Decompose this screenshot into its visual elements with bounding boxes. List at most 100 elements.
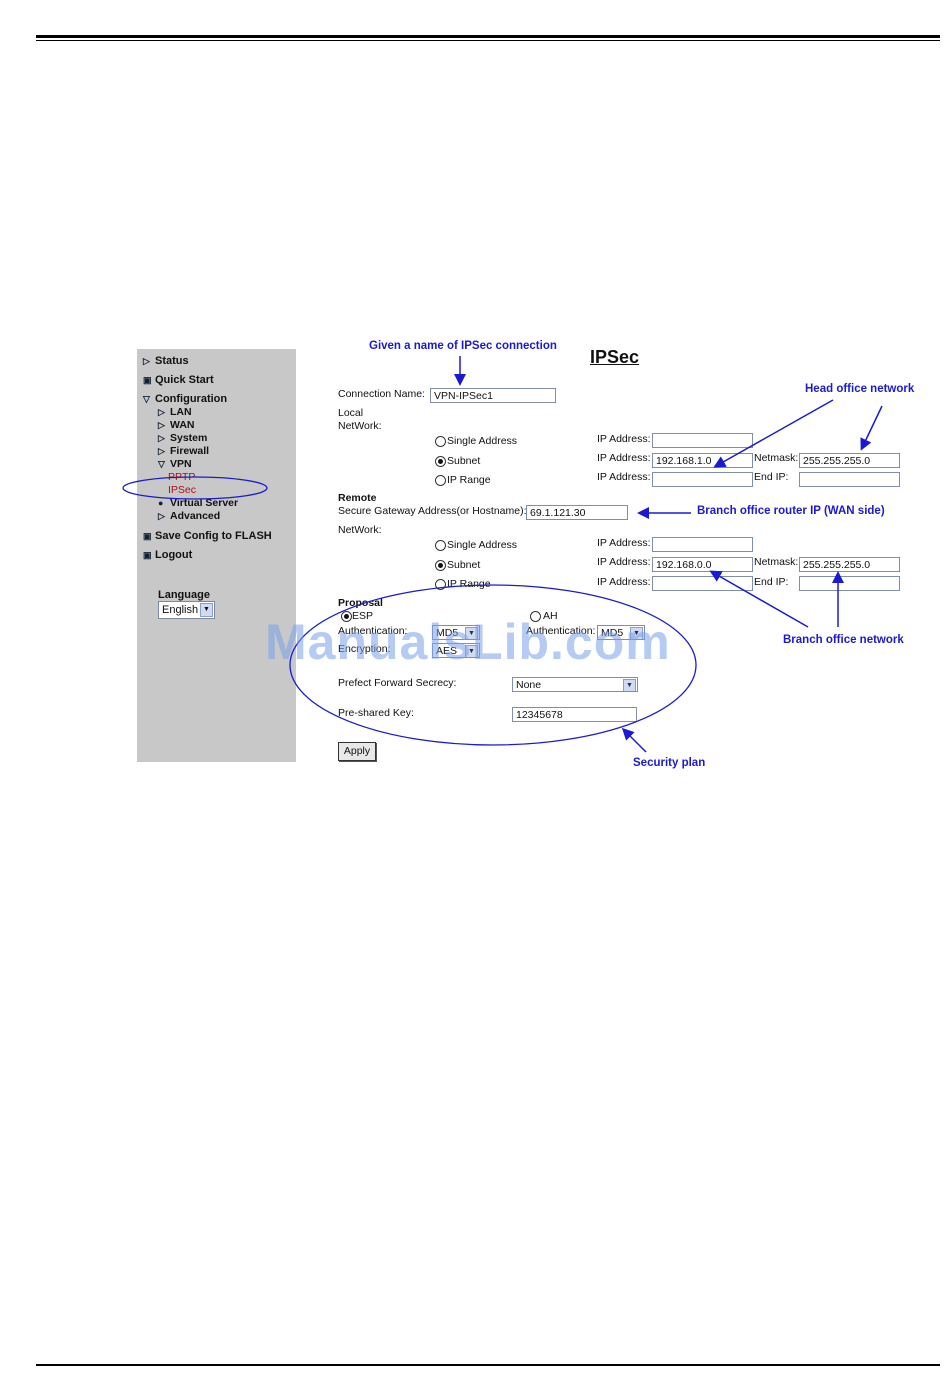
sidebar-item-vpn[interactable]: ▽VPN [158,458,192,470]
psk-input[interactable]: 12345678 [512,707,637,722]
remote-label: Remote [338,492,377,504]
psk-label: Pre-shared Key: [338,707,414,719]
chevron-down-icon: ▼ [465,645,478,657]
ah-authentication-select[interactable]: MD5▼ [597,625,645,640]
pfs-select[interactable]: None▼ [512,677,638,692]
sidebar-item-lan[interactable]: ▷LAN [158,406,192,418]
remote-single-ip-input[interactable] [652,537,753,552]
remote-ip-range-radio[interactable] [435,579,446,590]
sidebar [137,349,296,762]
local-single-address-label: Single Address [447,435,518,447]
annotation-head-office: Head office network [805,383,915,395]
proposal-label: Proposal [338,597,383,609]
remote-netmask-label: Netmask: [754,556,799,568]
remote-single-ip-label: IP Address: [597,537,651,549]
apply-button[interactable]: Apply [338,742,376,761]
top-rule [36,35,940,38]
esp-label: ESP [352,610,374,622]
sidebar-item-ipsec[interactable]: IPSec [168,484,197,496]
remote-range-ip-label: IP Address: [597,576,651,588]
ipsec-highlight-ellipse [122,476,268,500]
local-single-address-radio[interactable] [435,436,446,447]
circle-bullet-icon: ● [158,498,164,508]
annotation-security-plan: Security plan [633,757,706,769]
local-range-ip-label: IP Address: [597,471,651,483]
sidebar-item-advanced[interactable]: ▷Advanced [158,510,221,522]
sidebar-item-logout[interactable]: ▣Logout [143,549,193,561]
remote-subnet-ip-input[interactable]: 192.168.0.0 [652,557,753,572]
encryption-select[interactable]: AES▼ [432,643,480,658]
local-subnet-radio[interactable] [435,456,446,467]
gateway-label: Secure Gateway Address(or Hostname): [338,505,527,517]
square-bullet-icon: ▣ [143,550,152,560]
triangle-right-icon: ▷ [158,433,165,443]
triangle-right-icon: ▷ [158,511,165,521]
arrow-security-plan [621,727,647,753]
encryption-label: Encryption: [338,643,391,655]
square-bullet-icon: ▣ [143,531,152,541]
connection-name-input[interactable]: VPN-IPSec1 [430,388,556,403]
chevron-down-icon: ▼ [465,627,478,639]
ah-label: AH [543,610,558,622]
sidebar-item-virtual-server[interactable]: ●Virtual Server [158,497,239,509]
remote-single-address-radio[interactable] [435,540,446,551]
local-end-ip-input[interactable] [799,472,900,487]
local-label: Local [338,407,364,419]
arrow-head-office-netmask [860,405,883,451]
local-subnet-ip-label: IP Address: [597,452,651,464]
chevron-down-icon: ▼ [200,603,213,617]
remote-range-ip-input[interactable] [652,576,753,591]
esp-radio[interactable] [341,611,352,622]
triangle-right-icon: ▷ [158,420,165,430]
local-single-ip-input[interactable] [652,433,753,448]
triangle-right-icon: ▷ [158,446,165,456]
remote-netmask-input[interactable]: 255.255.255.0 [799,557,900,572]
remote-end-ip-label: End IP: [754,576,789,588]
remote-subnet-label: Subnet [447,559,481,571]
local-netmask-input[interactable]: 255.255.255.0 [799,453,900,468]
sidebar-item-quick-start[interactable]: ▣Quick Start [143,374,214,386]
esp-authentication-label: Authentication: [338,625,408,637]
triangle-right-icon: ▷ [143,356,150,366]
arrow-branch-ip [709,570,809,628]
language-select[interactable]: English▼ [158,601,215,619]
local-ip-range-label: IP Range [447,474,491,486]
connection-name-label: Connection Name: [338,388,425,400]
bottom-rule [36,1364,940,1366]
sidebar-item-save-config[interactable]: ▣Save Config to FLASH [143,530,272,542]
gateway-input[interactable]: 69.1.121.30 [526,505,628,520]
local-subnet-label: Subnet [447,455,481,467]
annotation-branch-network: Branch office network [783,634,904,646]
triangle-down-icon: ▽ [158,459,165,469]
page-title: IPSec [590,347,640,367]
chevron-down-icon: ▼ [630,627,643,639]
pfs-label: Prefect Forward Secrecy: [338,677,457,689]
triangle-down-icon: ▽ [143,394,150,404]
security-plan-ellipse [289,584,697,746]
language-label: Language [158,589,210,601]
esp-authentication-select[interactable]: MD5▼ [432,625,480,640]
local-end-ip-label: End IP: [754,471,789,483]
local-range-ip-input[interactable] [652,472,753,487]
sidebar-item-configuration[interactable]: ▽Configuration [143,393,228,405]
remote-end-ip-input[interactable] [799,576,900,591]
local-network-label: NetWork: [338,420,382,432]
sidebar-item-status[interactable]: ▷Status [143,355,189,367]
remote-network-label: NetWork: [338,524,382,536]
local-ip-range-radio[interactable] [435,475,446,486]
remote-ip-range-label: IP Range [447,578,491,590]
top-rule-thin [36,40,940,41]
watermark: ManualsLib.com [265,614,671,670]
ah-radio[interactable] [530,611,541,622]
local-single-ip-label: IP Address: [597,433,651,445]
annotation-name-note: Given a name of IPSec connection [369,340,557,352]
annotation-branch-router: Branch office router IP (WAN side) [697,505,885,517]
local-netmask-label: Netmask: [754,452,799,464]
sidebar-item-system[interactable]: ▷System [158,432,208,444]
local-subnet-ip-input[interactable]: 192.168.1.0 [652,453,753,468]
arrow-head-office-ip [713,399,834,468]
sidebar-item-firewall[interactable]: ▷Firewall [158,445,210,457]
sidebar-item-wan[interactable]: ▷WAN [158,419,195,431]
remote-subnet-radio[interactable] [435,560,446,571]
